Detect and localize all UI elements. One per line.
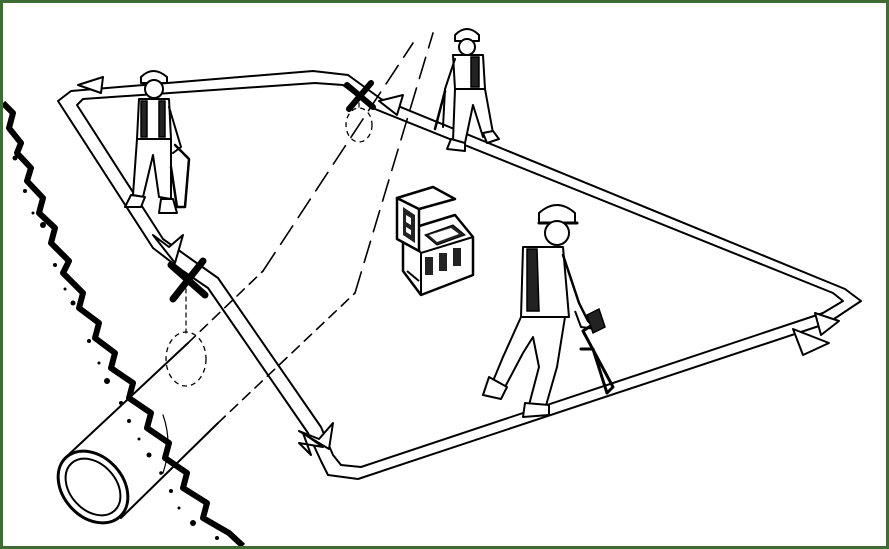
worker-with-locator-icon [435,29,499,151]
worker-with-locator-icon [483,205,613,417]
transmitter-case-icon [397,187,473,295]
cross-mark-icon [171,83,373,299]
pipe-locating-illustration [3,3,886,546]
